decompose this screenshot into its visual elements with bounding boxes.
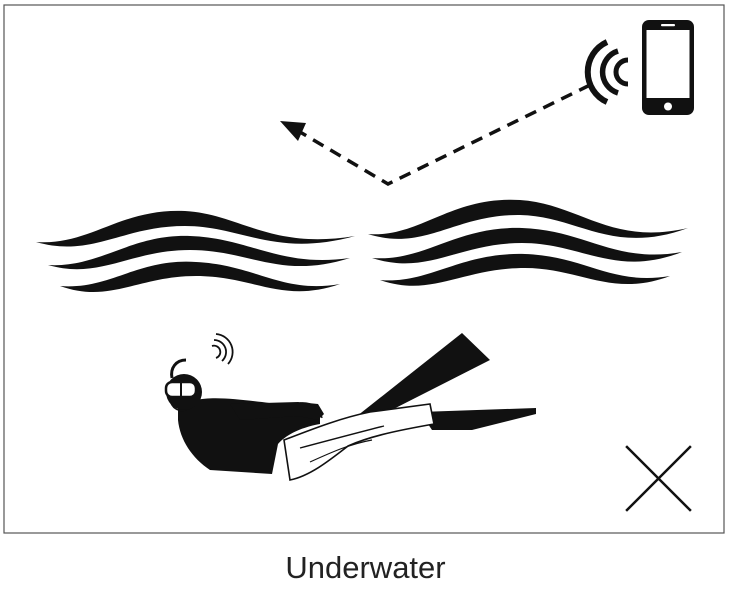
dashed-arrow-icon (280, 83, 591, 186)
diagram-caption: Underwater (285, 550, 446, 585)
cross-icon (625, 445, 692, 512)
snorkeler-icon (164, 333, 536, 481)
wave-icon (36, 199, 688, 293)
smartphone-icon (642, 20, 694, 115)
wireless-signal-icon (211, 333, 234, 365)
wireless-signal-icon (584, 39, 629, 105)
diagram-frame (3, 4, 725, 534)
